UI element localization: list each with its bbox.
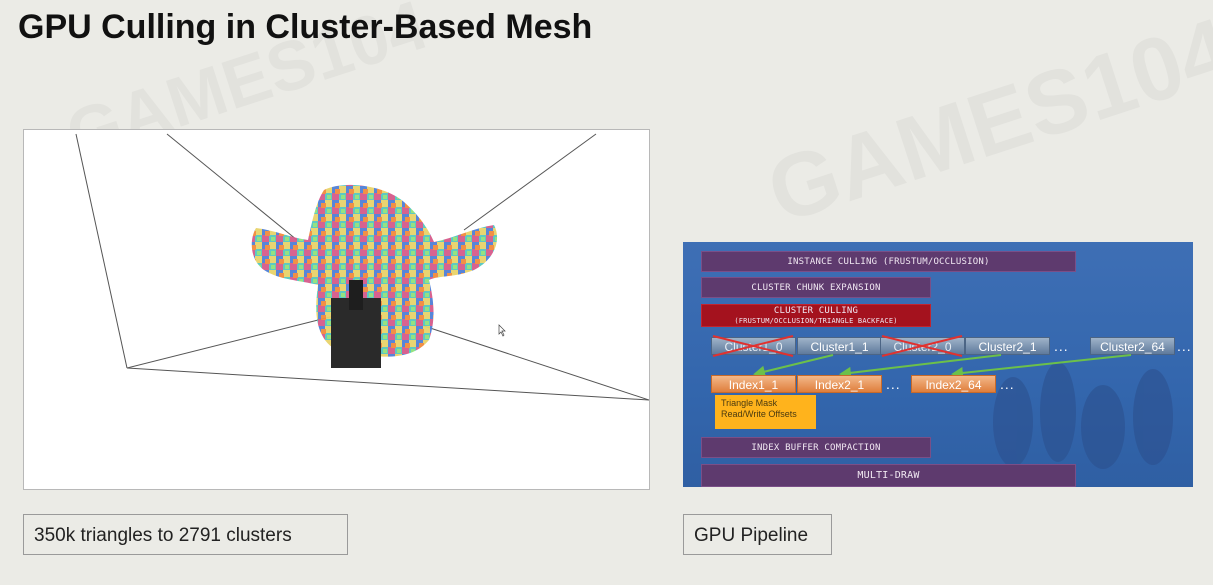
stage-multi-draw: MULTI-DRAW <box>701 464 1076 487</box>
ellipsis: ... <box>1177 338 1192 354</box>
note-line: Triangle Mask <box>721 398 778 408</box>
watermark: GAMES104 <box>756 0 1213 245</box>
cluster-box: Cluster1_0 <box>711 337 796 355</box>
note-line: Read/Write Offsets <box>721 409 797 419</box>
gpu-pipeline-diagram: INSTANCE CULLING (FRUSTUM/OCCLUSION) CLU… <box>683 242 1193 487</box>
ellipsis: ... <box>886 376 901 392</box>
index-box: Index2_64 <box>911 375 996 393</box>
mesh-viewport <box>23 129 650 490</box>
stage-index-buffer-compaction: INDEX BUFFER COMPACTION <box>701 437 931 458</box>
mesh-model <box>251 184 498 368</box>
mouse-cursor-icon <box>498 324 506 337</box>
stage-cluster-culling-sublabel: (FRUSTUM/OCCLUSION/TRIANGLE BACKFACE) <box>734 317 898 325</box>
index-box: Index1_1 <box>711 375 796 393</box>
pipeline-caption: GPU Pipeline <box>683 514 832 555</box>
cluster-box: Cluster2_1 <box>965 337 1050 355</box>
cluster-box: Cluster2_0 <box>880 337 965 355</box>
frustum-lines <box>75 133 649 401</box>
pipeline-background-art <box>993 362 1173 469</box>
mesh-caption: 350k triangles to 2791 clusters <box>23 514 348 555</box>
index-box: Index2_1 <box>797 375 882 393</box>
ellipsis: ... <box>1054 338 1069 354</box>
cluster-box: Cluster2_64 <box>1090 337 1175 355</box>
triangle-mask-note: Triangle Mask Read/Write Offsets <box>715 395 816 429</box>
stage-instance-culling: INSTANCE CULLING (FRUSTUM/OCCLUSION) <box>701 251 1076 272</box>
slide-title: GPU Culling in Cluster-Based Mesh <box>18 8 593 46</box>
mesh-dark-post <box>349 280 363 310</box>
stage-cluster-culling-label: CLUSTER CULLING <box>773 306 859 316</box>
frustum-scene <box>75 133 649 401</box>
ellipsis: ... <box>1000 376 1015 392</box>
cluster-box: Cluster1_1 <box>797 337 882 355</box>
stage-cluster-culling: CLUSTER CULLING (FRUSTUM/OCCLUSION/TRIAN… <box>701 304 931 327</box>
stage-cluster-chunk-expansion: CLUSTER CHUNK EXPANSION <box>701 277 931 298</box>
